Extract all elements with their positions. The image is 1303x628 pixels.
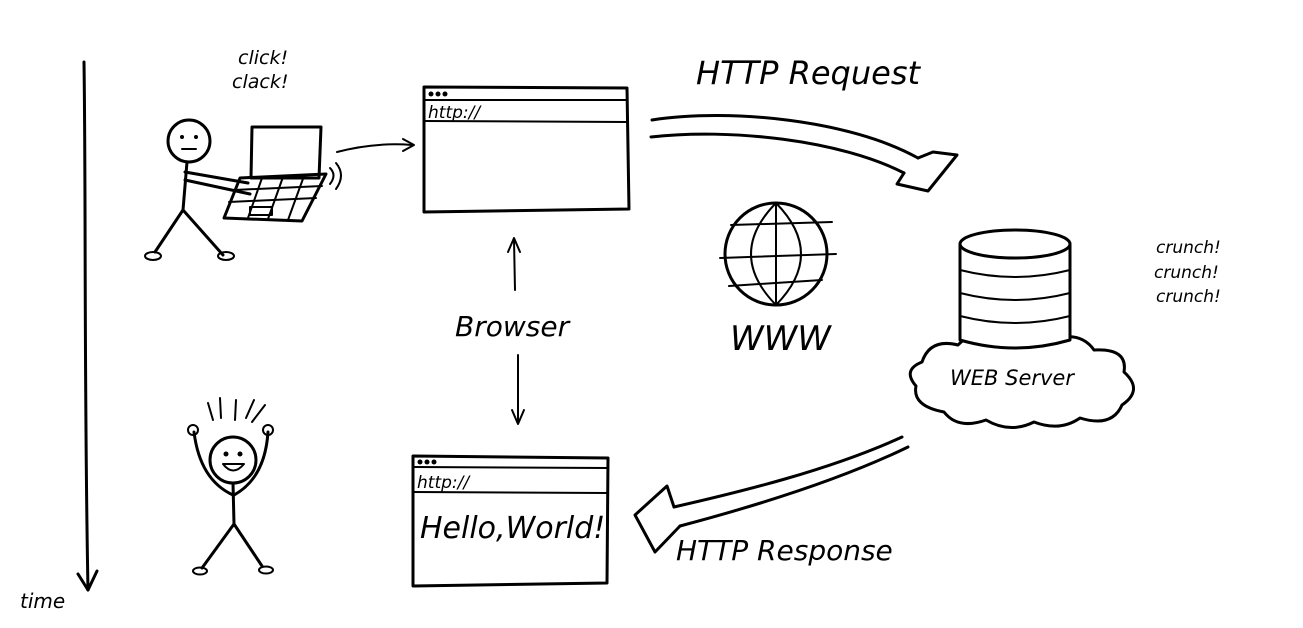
time-axis: time: [20, 60, 99, 613]
address-bar: http://: [417, 473, 471, 493]
http-response-arrow: HTTP Response: [633, 435, 910, 567]
browser-window-bottom: http:// Hello,World!: [411, 454, 610, 588]
http-request-label: HTTP Request: [696, 54, 922, 92]
address-bar: http://: [428, 103, 482, 123]
hello-world-text: Hello,World!: [420, 511, 605, 546]
laptop: [222, 125, 342, 223]
svg-text:crunch!: crunch!: [1156, 287, 1221, 307]
happy-user: [187, 397, 274, 576]
svg-text:crunch!: crunch!: [1154, 263, 1219, 283]
browser-label: Browser: [455, 310, 571, 343]
svg-text:click!: click!: [238, 47, 288, 69]
svg-text:crunch!: crunch!: [1156, 238, 1221, 258]
click-clack-text: click! clack!: [232, 47, 288, 93]
time-label: time: [20, 589, 65, 613]
www-label: WWW: [730, 319, 832, 359]
user-to-browser-arrow: [336, 138, 415, 153]
http-response-label: HTTP Response: [676, 534, 893, 567]
svg-text:clack!: clack!: [232, 71, 288, 93]
globe-icon: [719, 201, 837, 307]
browser-window-top: http://: [422, 85, 631, 214]
user-at-laptop: [144, 118, 252, 261]
database-icon: [958, 228, 1072, 350]
browser-label-group: Browser: [455, 237, 571, 425]
web-server-label: WEB Server: [950, 366, 1075, 390]
crunch-text: crunch! crunch! crunch!: [1154, 238, 1221, 307]
http-request-arrow: HTTP Request: [649, 54, 959, 193]
